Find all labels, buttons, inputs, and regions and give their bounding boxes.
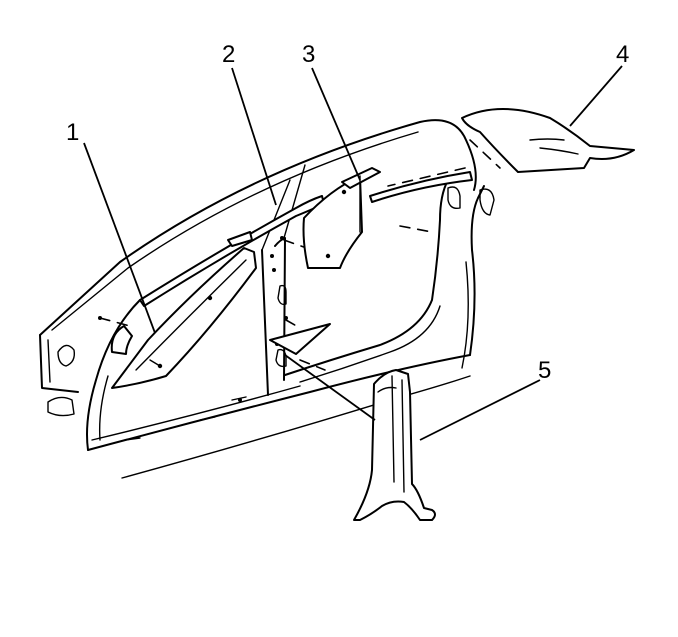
callout-5: 5 — [538, 357, 551, 384]
part-1-windshield-pillar-garnish — [110, 247, 257, 389]
callout-3: 3 — [302, 41, 315, 68]
leader-4 — [569, 65, 623, 127]
callout-2: 2 — [222, 41, 235, 68]
leader-5 — [419, 379, 541, 441]
leader-lines — [83, 65, 623, 441]
callout-labels: 1 2 3 4 5 — [66, 41, 629, 384]
part-5-center-pillar-lower-garnish — [353, 369, 436, 521]
vehicle-body — [39, 119, 501, 479]
leader-5-to-pillar — [284, 354, 376, 421]
leader-3 — [311, 67, 361, 181]
leader-2 — [231, 67, 277, 206]
callout-1: 1 — [66, 119, 79, 146]
leader-1 — [83, 142, 156, 334]
part-4-rear-quarter-upper-trim — [461, 108, 635, 173]
part-3-center-pillar-upper-garnish — [302, 167, 381, 269]
lower-bracket — [269, 323, 331, 355]
callout-4: 4 — [616, 41, 629, 68]
rear-roof-rail-strip — [369, 171, 473, 203]
